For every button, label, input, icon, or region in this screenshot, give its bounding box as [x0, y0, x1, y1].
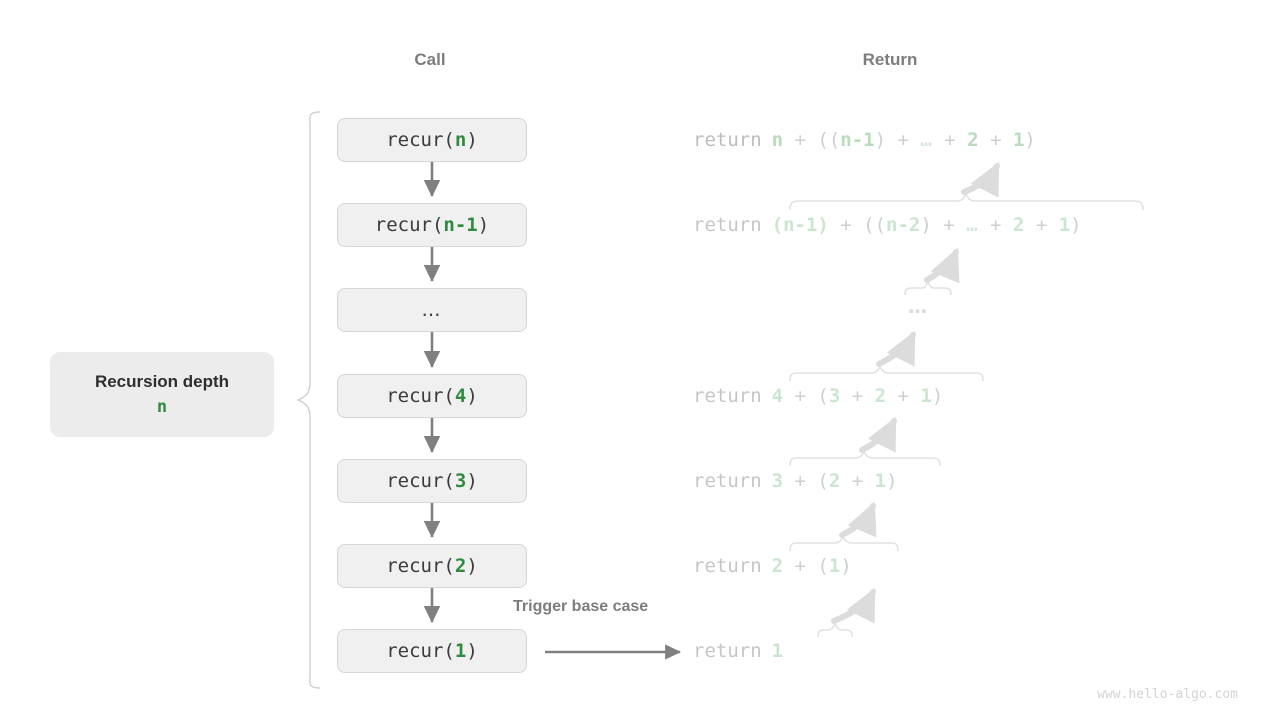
return-term: 1: [1012, 129, 1025, 151]
return-row-1: return 1: [693, 629, 783, 673]
return-keyword: return: [693, 640, 762, 662]
return-row-2: return 2 + (1): [693, 544, 852, 588]
return-op: +: [978, 214, 1013, 236]
return-term: n-2: [886, 214, 921, 236]
call-arg-value: n-1: [443, 214, 478, 236]
return-ellipsis-term: …: [920, 129, 933, 151]
call-box-text: recur(n): [386, 129, 478, 151]
return-term: n-1: [840, 129, 875, 151]
return-op: + ((: [783, 129, 841, 151]
return-expression: 4 + (3 + 2 + 1): [772, 385, 944, 407]
call-arg-value: 3: [454, 470, 467, 492]
call-box-text: recur(3): [386, 470, 478, 492]
return-term: 3: [828, 385, 841, 407]
return-arrow-to-n-1: [924, 247, 960, 284]
return-op: ): [886, 470, 898, 492]
return-term: 2: [1012, 214, 1025, 236]
return-row-4: return 4 + (3 + 2 + 1): [693, 374, 943, 418]
call-arg-value: 1: [454, 640, 467, 662]
call-box-recur-4[interactable]: recur(4): [337, 374, 527, 418]
call-box-text: recur(2): [386, 555, 478, 577]
return-expression: (n-1) + ((n-2) + … + 2 + 1): [772, 214, 1082, 236]
return-op: +: [932, 129, 968, 151]
recursion-depth-title: Recursion depth: [94, 372, 230, 391]
call-box-text: recur(1): [386, 640, 478, 662]
underbrace-ellipsis: [904, 280, 952, 296]
return-op: +: [978, 129, 1013, 151]
return-term: 1: [920, 385, 932, 407]
return-row-n-1: return (n-1) + ((n-2) + … + 2 + 1): [693, 203, 1082, 247]
return-keyword: return: [693, 214, 762, 236]
return-op: +: [1024, 214, 1059, 236]
call-box-recur-n-1[interactable]: recur(n-1): [337, 203, 527, 247]
return-op: ): [1070, 214, 1082, 236]
return-op: +: [840, 470, 875, 492]
return-term: 1: [828, 555, 841, 577]
call-box-ellipsis-text: …: [421, 299, 443, 321]
column-heading-return: Return: [862, 50, 918, 69]
return-op: + (: [783, 385, 829, 407]
return-row-3: return 3 + (2 + 1): [693, 459, 898, 503]
call-arg-value: 2: [454, 555, 467, 577]
return-term: 2: [828, 470, 841, 492]
return-expression: 1: [772, 640, 783, 662]
call-arg-value: 4: [454, 385, 467, 407]
return-arrow-to-ellipsis: [876, 330, 916, 367]
return-term: 3: [771, 470, 784, 492]
recursion-depth-brace: [296, 111, 321, 689]
return-term: 1: [771, 640, 784, 662]
return-op: +: [886, 385, 921, 407]
return-keyword: return: [693, 555, 762, 577]
return-op: ): [1024, 129, 1036, 151]
return-term: 4: [771, 385, 784, 407]
return-op: + (: [783, 555, 829, 577]
return-arrow-to-2: [831, 587, 876, 624]
return-expression: 2 + (1): [772, 555, 852, 577]
return-term: 2: [771, 555, 784, 577]
call-box-recur-3[interactable]: recur(3): [337, 459, 527, 503]
return-term: 1: [874, 470, 887, 492]
return-keyword: return: [693, 385, 762, 407]
return-keyword: return: [693, 129, 762, 151]
return-op: + (: [783, 470, 829, 492]
return-term: 2: [967, 129, 979, 151]
watermark: www.hello-algo.com: [1097, 687, 1238, 702]
call-box-recur-n[interactable]: recur(n): [337, 118, 527, 162]
return-op: +: [840, 385, 875, 407]
return-ellipsis-term: …: [966, 214, 979, 236]
underbrace-row-1: [817, 622, 853, 638]
return-arrow-to-4: [859, 416, 897, 453]
column-heading-call: Call: [414, 50, 446, 69]
return-term: n: [771, 129, 784, 151]
return-expression: 3 + (2 + 1): [772, 470, 898, 492]
return-op: ) +: [874, 129, 921, 151]
return-op: ) +: [920, 214, 967, 236]
recursion-depth-value: n: [156, 397, 168, 417]
return-term: (n-1): [771, 214, 829, 236]
recursion-depth-label: Recursion depth n: [50, 352, 274, 437]
return-term: 1: [1058, 214, 1071, 236]
call-arg-value: n: [454, 129, 467, 151]
return-op: ): [931, 385, 944, 407]
return-keyword: return: [693, 470, 762, 492]
call-box-ellipsis[interactable]: …: [337, 288, 527, 332]
return-expression: n + ((n-1) + … + 2 + 1): [772, 129, 1036, 151]
call-box-text: recur(4): [386, 385, 478, 407]
call-box-recur-1[interactable]: recur(1): [337, 629, 527, 673]
return-arrow-to-n: [961, 161, 1000, 198]
return-ellipsis-dots: …: [908, 296, 930, 318]
call-box-text: recur(n-1): [374, 214, 490, 236]
trigger-base-case-label: Trigger base case: [513, 598, 649, 615]
return-arrow-to-3: [839, 501, 877, 538]
return-term: 2: [874, 385, 887, 407]
call-box-recur-2[interactable]: recur(2): [337, 544, 527, 588]
return-op: ): [840, 555, 852, 577]
return-op: + ((: [828, 214, 887, 236]
return-row-n: return n + ((n-1) + … + 2 + 1): [693, 118, 1036, 162]
